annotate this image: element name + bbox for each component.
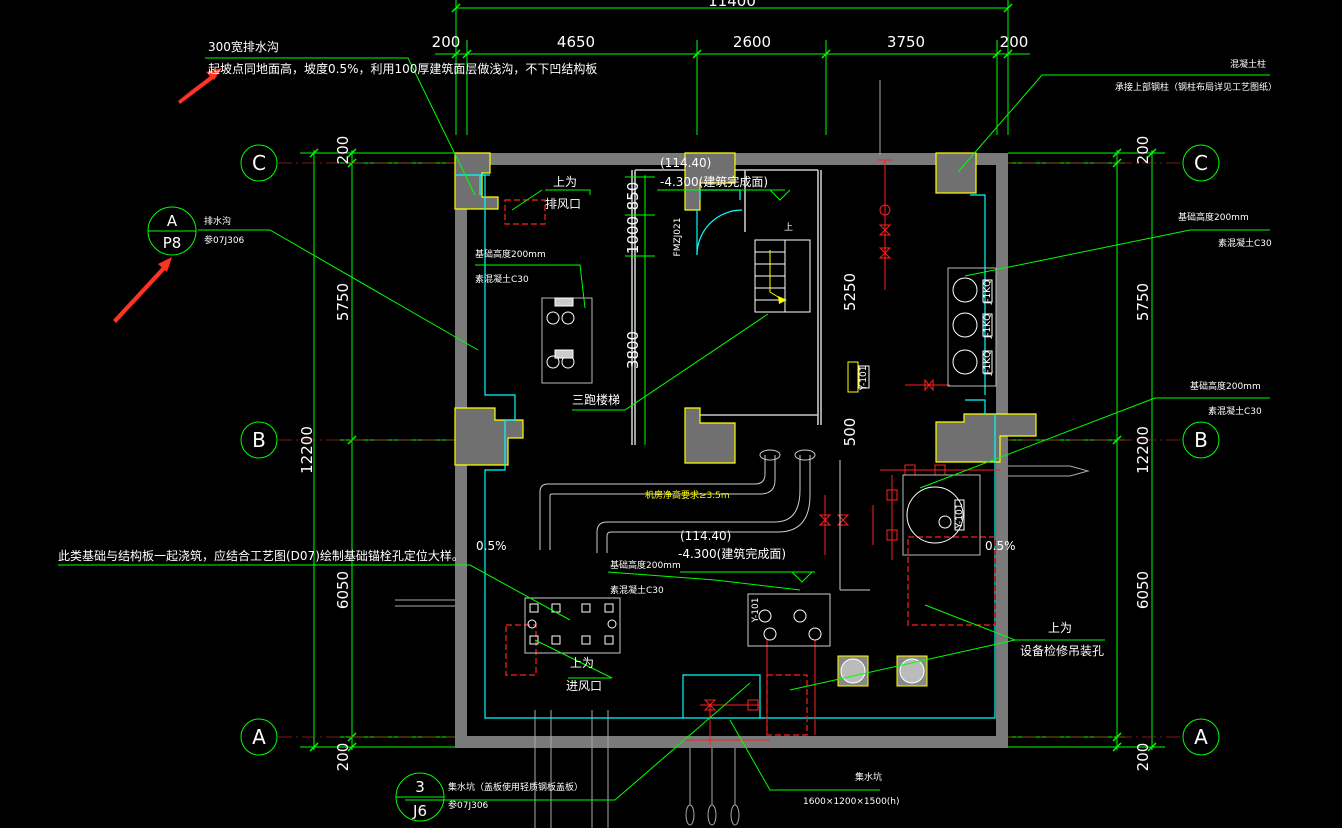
elevation-markers xyxy=(769,189,813,583)
svg-text:J6: J6 xyxy=(412,802,427,820)
markup-arrows xyxy=(113,68,222,323)
sump-ref-std: 参07J306 xyxy=(448,799,489,811)
foundation-3-top: 基础高度200mm xyxy=(610,559,681,571)
svg-text:A: A xyxy=(167,212,178,230)
dim-right-1: 200 xyxy=(1134,136,1152,165)
axis-bubble-b-left: B xyxy=(240,421,278,459)
dim-inner-3800: 3800 xyxy=(624,331,642,369)
svg-text:A: A xyxy=(252,725,266,749)
drain-note: 起坡点同地面高，坡度0.5%，利用100厚建筑面层做浅沟，不下凹结构板 xyxy=(208,61,597,76)
dim-top-1: 200 xyxy=(432,33,461,51)
svg-text:上: 上 xyxy=(784,222,793,233)
sump-label: 集水坑 xyxy=(855,771,882,783)
svg-text:B: B xyxy=(252,428,266,452)
svg-text:Y-101: Y-101 xyxy=(751,598,761,624)
slope-left: 0.5% xyxy=(476,539,507,553)
column-label-bottom: 承接上部钢柱（钢柱布局详见工艺图纸） xyxy=(1115,81,1277,93)
exhaust-ducts xyxy=(539,449,870,591)
annotations: 300宽排水沟 起坡点同地面高，坡度0.5%，利用100厚建筑面层做浅沟，不下凹… xyxy=(58,39,1277,811)
dim-inner-5250: 5250 xyxy=(841,273,859,311)
axis-bubble-b-right: B xyxy=(1182,421,1220,459)
foundation-3-bottom: 素混凝土C30 xyxy=(610,584,664,596)
exhaust-label-bottom: 排风口 xyxy=(545,197,581,211)
stair: 上 xyxy=(754,222,811,313)
leader-lines xyxy=(58,57,1270,801)
stair-label: 三跑楼梯 xyxy=(572,392,620,407)
pipe-height-note: 机房净高要求≥3.5m xyxy=(645,489,730,501)
interior-walls xyxy=(631,169,822,445)
foundation-2-top: 基础高度200mm xyxy=(1178,211,1249,223)
hoist-label-top: 上为 xyxy=(1048,621,1072,635)
equipment xyxy=(524,267,997,687)
sump-size: 1600×1200×1500(h) xyxy=(803,797,900,807)
axis-bubble-a-right: A xyxy=(1182,718,1220,756)
svg-text:Y-101: Y-101 xyxy=(955,504,965,530)
elevation-2-bottom: -4.300(建筑完成面) xyxy=(678,546,786,561)
dim-top-2: 4650 xyxy=(557,33,595,51)
dim-left-total: 12200 xyxy=(298,426,316,474)
dim-total-width: 11400 xyxy=(708,0,756,10)
dim-right-2: 5750 xyxy=(1134,283,1152,321)
dim-left-3: 6050 xyxy=(334,571,352,609)
svg-text:J-1KQ: J-1KQ xyxy=(983,314,993,339)
dim-top-5: 200 xyxy=(1000,33,1029,51)
svg-text:Y-101: Y-101 xyxy=(859,366,869,392)
pipe-network xyxy=(504,159,1000,745)
dim-top-4: 3750 xyxy=(887,33,925,51)
intake-label-bottom: 进风口 xyxy=(566,679,602,693)
dim-top-3: 2600 xyxy=(733,33,771,51)
dim-inner-1000: 1000 xyxy=(624,216,642,254)
foundation-1-bottom: 素混凝土C30 xyxy=(475,273,529,285)
svg-text:B: B xyxy=(1194,428,1208,452)
foundation-2-bottom: 素混凝土C30 xyxy=(1218,237,1272,249)
svg-text:J-1KQ: J-1KQ xyxy=(983,351,993,376)
elevation-2-top: (114.40) xyxy=(680,529,731,543)
door-tag: FMZJ021 xyxy=(673,218,683,257)
callout-p8: A P8 xyxy=(147,206,197,256)
drain-trench xyxy=(455,174,996,719)
trench-ref: 排水沟 xyxy=(204,215,231,227)
dim-inner-500: 500 xyxy=(841,418,859,447)
dim-right-4: 200 xyxy=(1134,743,1152,772)
elevation-1-top: (114.40) xyxy=(660,156,711,170)
left-dimension-lines xyxy=(300,148,455,752)
axis-bubble-c-left: C xyxy=(240,144,278,182)
hoist-label-bottom: 设备检修吊装孔 xyxy=(1020,643,1104,658)
dim-right-total: 12200 xyxy=(1134,426,1152,474)
svg-text:C: C xyxy=(1194,151,1208,175)
axis-bubble-c-right: C xyxy=(1182,144,1220,182)
outgoing-pipes xyxy=(395,80,1090,828)
svg-text:P8: P8 xyxy=(163,234,182,252)
intake-label-top: 上为 xyxy=(570,656,594,670)
sump-ref: 集水坑（盖板使用轻质钢板盖板） xyxy=(448,781,583,793)
elevation-1-bottom: -4.300(建筑完成面) xyxy=(660,174,768,189)
slope-right: 0.5% xyxy=(985,539,1016,553)
exhaust-label-top: 上为 xyxy=(553,175,577,189)
svg-text:3: 3 xyxy=(415,778,425,796)
foundation-1-top: 基础高度200mm xyxy=(475,248,546,260)
dim-left-1: 200 xyxy=(334,136,352,165)
dim-inner-850: 850 xyxy=(624,182,642,211)
axis-bubble-a-left: A xyxy=(240,718,278,756)
column-label-top: 混凝土柱 xyxy=(1230,58,1266,70)
right-dimension-lines xyxy=(1008,148,1165,752)
foundation-4-bottom: 素混凝土C30 xyxy=(1208,405,1262,417)
base-note: 此类基础与结构板一起浇筑，应结合工艺图(D07)绘制基础锚栓孔定位大样。 xyxy=(58,548,464,563)
callout-j6: 3 J6 xyxy=(395,772,445,822)
svg-text:C: C xyxy=(252,151,266,175)
drain-title: 300宽排水沟 xyxy=(208,39,279,54)
equipment-tags: J-1KQ J-1KQ J-1KQ Y-101 Y-101 Y-101 xyxy=(751,280,993,624)
foundation-4-top: 基础高度200mm xyxy=(1190,380,1261,392)
svg-text:A: A xyxy=(1194,725,1208,749)
svg-text:J-1KQ: J-1KQ xyxy=(983,280,993,305)
dim-left-4: 200 xyxy=(334,743,352,772)
top-dimension-lines xyxy=(435,0,1030,135)
trench-ref-std: 参07J306 xyxy=(204,234,245,246)
dim-left-2: 5750 xyxy=(334,283,352,321)
structural-columns xyxy=(454,152,1037,466)
dim-right-3: 6050 xyxy=(1134,571,1152,609)
